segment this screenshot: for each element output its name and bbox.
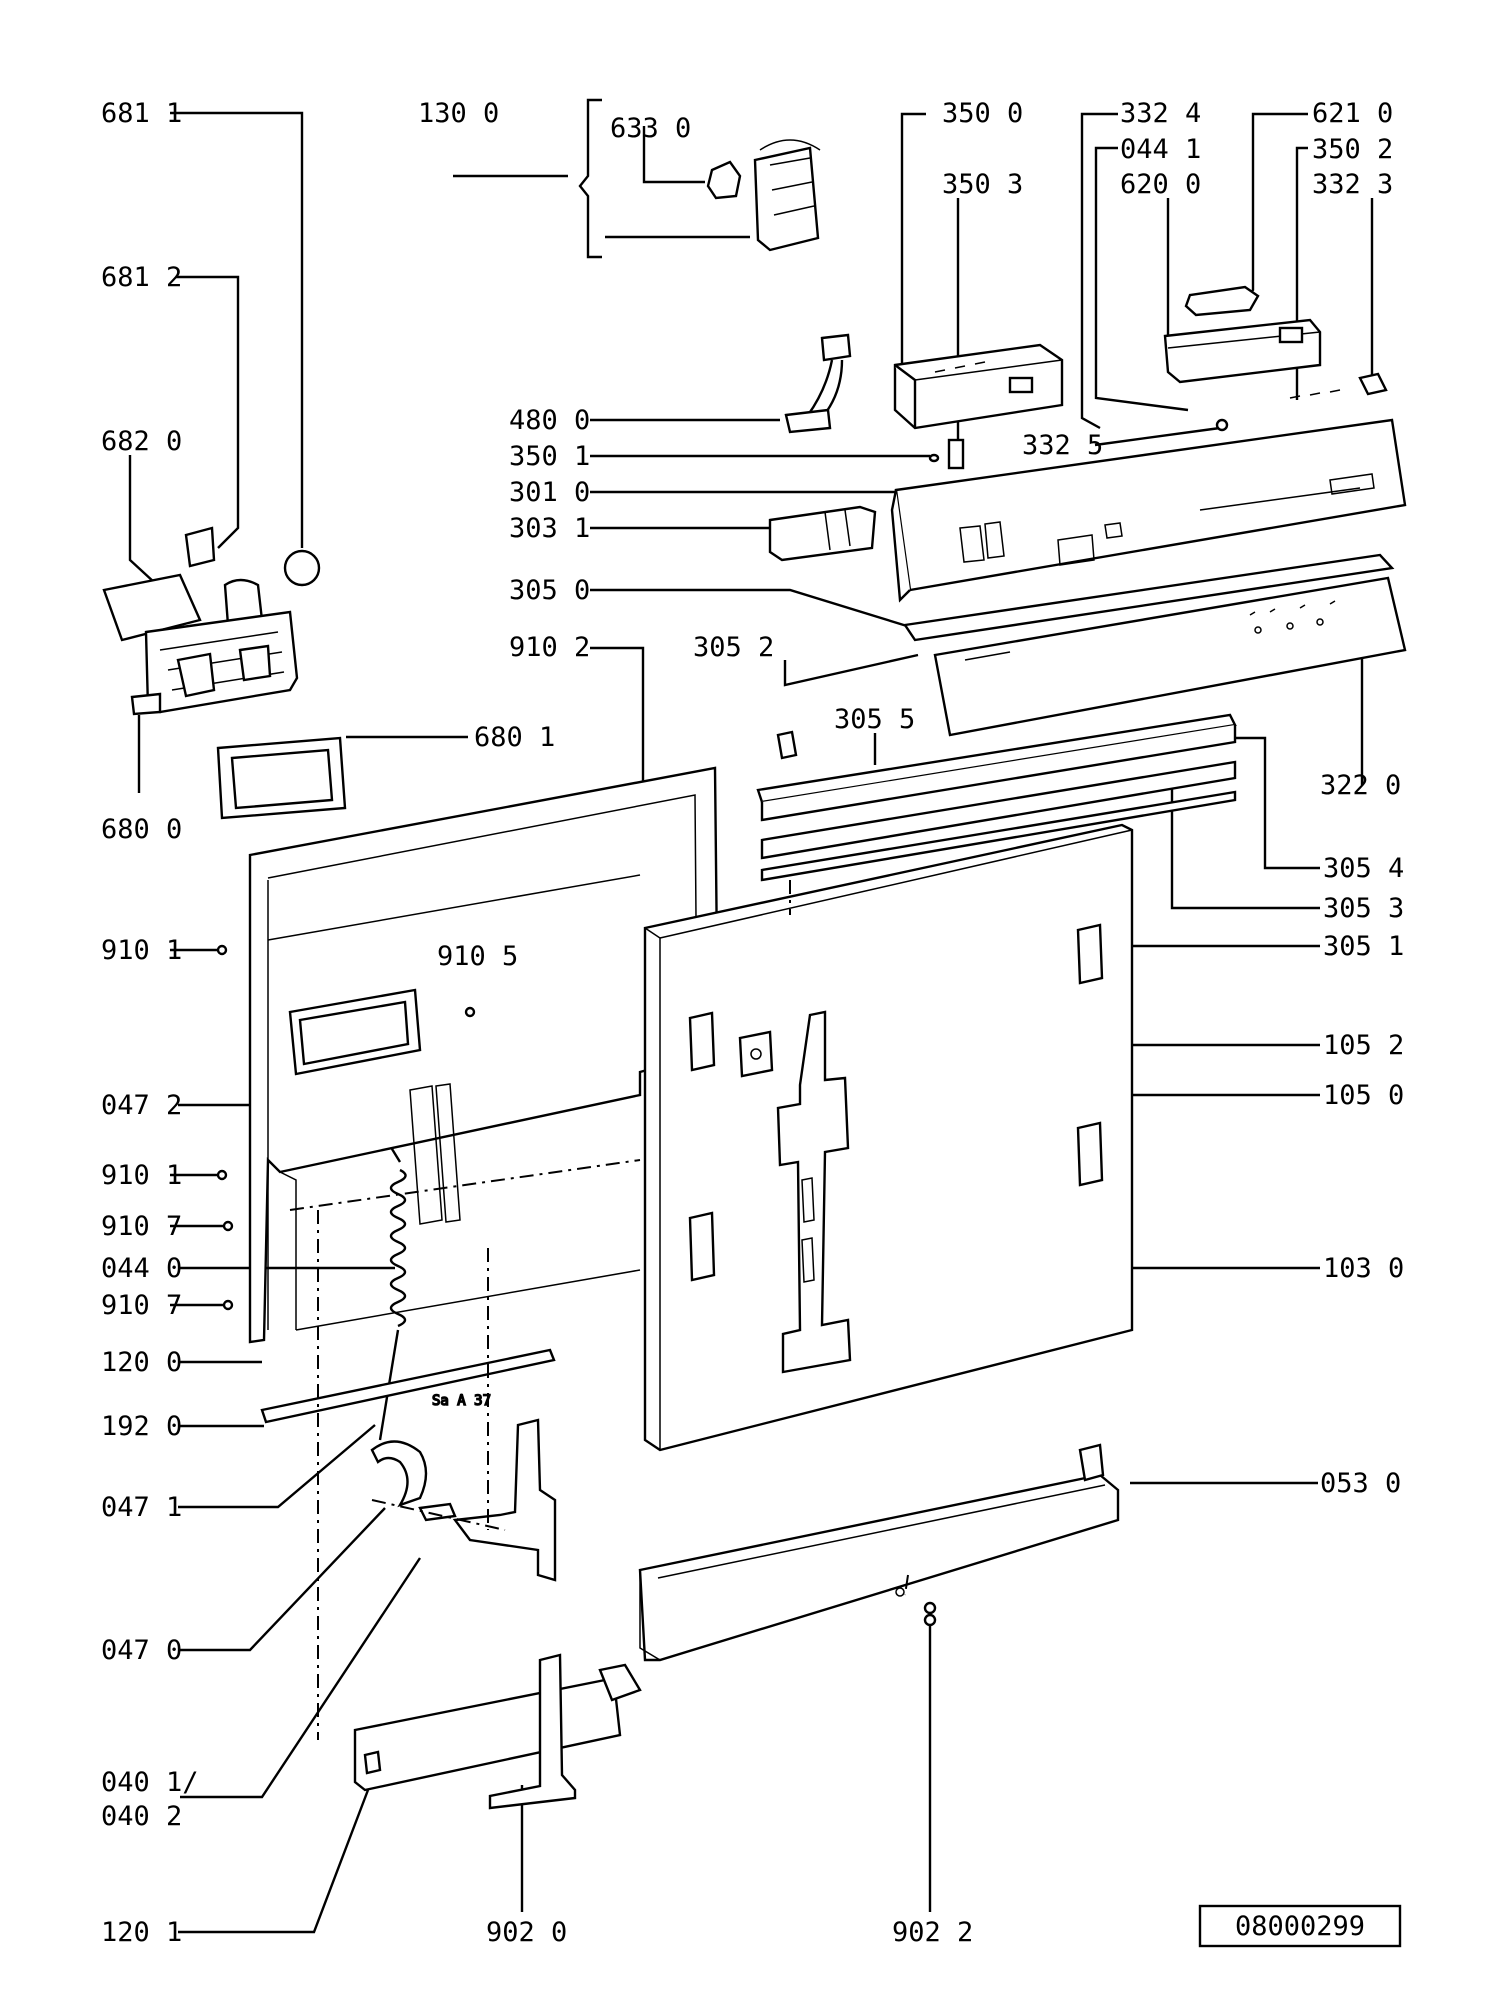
inner-door-frame-part [248,766,720,1344]
reference-code-box: 08000299 [1198,1904,1402,1948]
knob-ball-part [283,549,321,587]
hinge-bracket-part [452,1418,557,1582]
switch-block-part [1184,285,1260,317]
switch-bar-part [1163,318,1322,384]
label-0471: 047 1 [101,1492,182,1523]
label-6820: 682 0 [101,426,182,457]
label-9102: 910 2 [509,632,590,663]
label-3325: 332 5 [1022,430,1103,461]
part-labels: 681 1 681 2 682 0 680 0 680 1 130 0 633 … [101,98,1404,1948]
label-3053: 305 3 [1323,893,1404,924]
label-0530: 053 0 [1320,1468,1401,1499]
small-screw-part [1215,418,1229,432]
label-3052: 305 2 [693,632,774,663]
label-6812: 681 2 [101,262,182,293]
screw-marks [216,944,476,1311]
parts [102,139,1407,1810]
label-1920: 192 0 [101,1411,182,1442]
outer-door-panel-part [643,823,1134,1452]
label-3502: 350 2 [1312,134,1393,165]
label-1052: 105 2 [1323,1030,1404,1061]
label-3051: 305 1 [1323,931,1404,962]
clip-part [184,526,216,568]
label-1300: 130 0 [418,98,499,129]
z-bracket-part [488,1653,577,1810]
label-1050: 105 0 [1323,1080,1404,1111]
label-3055: 305 5 [834,704,915,735]
leader-lines [128,98,1374,1934]
gasket-part [216,736,347,820]
label-9020: 902 0 [486,1917,567,1948]
electronic-module-part [893,343,1064,430]
label-3503: 350 3 [942,169,1023,200]
label-9101-b: 910 1 [101,1160,182,1191]
small-switch-part [706,160,742,200]
label-9105: 910 5 [437,941,518,972]
label-6800: 680 0 [101,814,182,845]
label-3220: 322 0 [1320,770,1401,801]
label-0441: 044 1 [1120,134,1201,165]
label-9022: 902 2 [892,1917,973,1948]
cap-part [1358,372,1388,396]
lower-plate-part [353,1663,642,1792]
label-6330: 633 0 [610,113,691,144]
front-panel-part [933,576,1407,737]
label-0440: 044 0 [101,1253,182,1284]
hinge-part [370,1440,457,1522]
bracket-assembly-part [753,139,821,252]
label-4800: 480 0 [509,405,590,436]
label-3050: 305 0 [509,575,590,606]
screw-part [923,1601,937,1627]
label-3501: 350 1 [509,441,590,472]
label-0402: 040 2 [101,1801,182,1832]
label-9107-a: 910 7 [101,1211,182,1242]
label-9107-b: 910 7 [101,1290,182,1321]
label-1201: 120 1 [101,1917,182,1948]
label-3031: 303 1 [509,513,590,544]
label-1200: 120 0 [101,1347,182,1378]
label-3323: 332 3 [1312,169,1393,200]
label-3010: 301 0 [509,477,590,508]
label-1030: 103 0 [1323,1253,1404,1284]
label-9101-a: 910 1 [101,935,182,966]
label-0401: 040 1/ [101,1767,199,1798]
spring-part [378,1168,407,1441]
label-6200: 620 0 [1120,169,1201,200]
label-0470: 047 0 [101,1635,182,1666]
small-buttons-part [1289,389,1341,399]
connector-part [947,438,965,470]
kick-plate-part [638,1443,1120,1662]
label-3324: 332 4 [1120,98,1201,129]
label-3500: 350 0 [942,98,1023,129]
label-6811: 681 1 [101,98,182,129]
label-3054: 305 4 [1323,853,1404,884]
stamp-text: Sa A 37 [432,1393,491,1409]
bar-part [260,1348,556,1424]
dispenser-part [102,573,299,716]
small-clip-part [776,730,798,760]
rails-part [756,713,1237,882]
reference-code: 08000299 [1235,1911,1365,1942]
nub-part [928,453,940,463]
label-6210: 621 0 [1312,98,1393,129]
label-0472: 047 2 [101,1090,182,1121]
wire-harness-part [784,333,852,434]
label-6801: 680 1 [474,722,555,753]
centerlines [289,880,909,1740]
trim-strip-part [902,553,1395,642]
latch-part [768,505,877,562]
control-panel-part [890,418,1407,603]
